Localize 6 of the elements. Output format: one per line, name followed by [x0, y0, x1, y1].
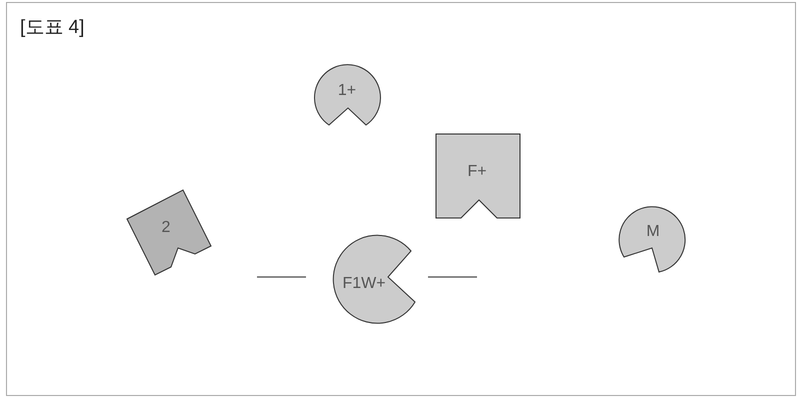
- figure-title: [도표 4]: [20, 16, 84, 40]
- shape-label: F1W+: [342, 275, 386, 293]
- shape-label: 2: [162, 219, 170, 237]
- shape-label: 1+: [338, 82, 356, 100]
- shape-label: F+: [467, 163, 487, 181]
- shape-label: M: [646, 223, 660, 241]
